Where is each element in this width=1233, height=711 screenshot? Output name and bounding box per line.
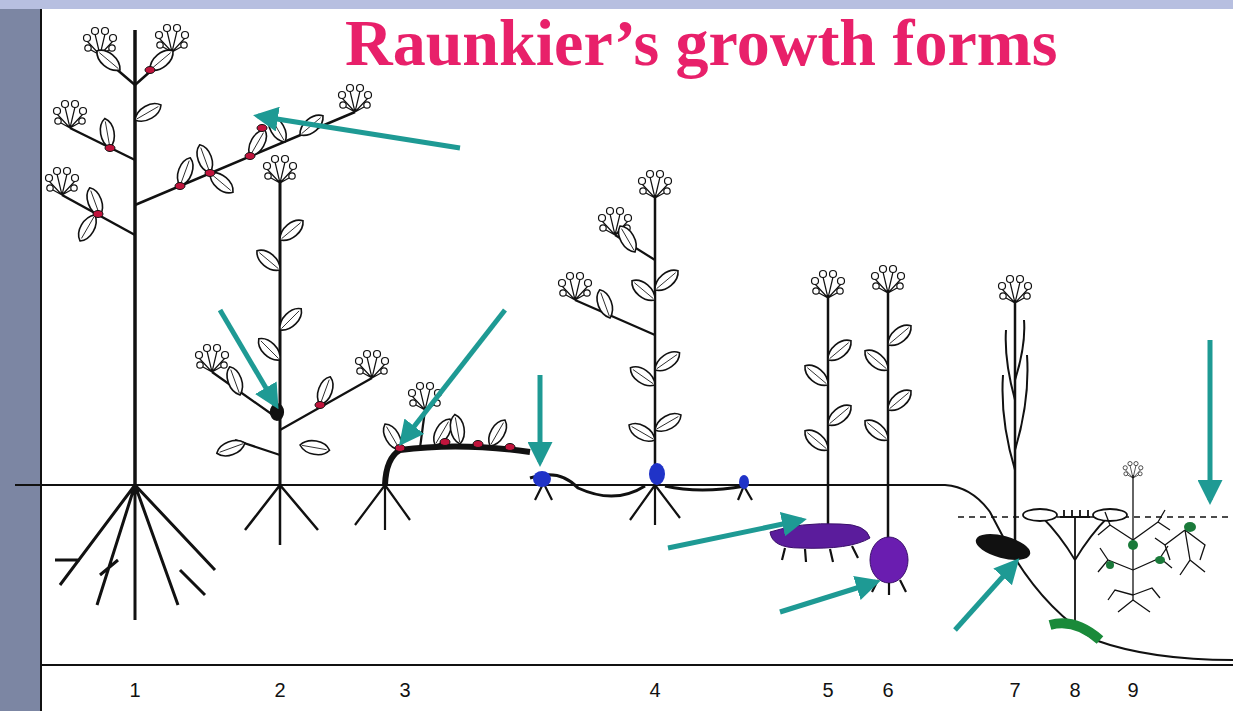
callout-number: 3 — [385, 680, 425, 700]
helophyte — [974, 276, 1031, 564]
submerged-hydrophyte — [1098, 462, 1205, 613]
callout-number: 1 — [115, 680, 155, 700]
ground-line — [15, 485, 1233, 660]
callout-number: 9 — [1113, 680, 1153, 700]
shrub-phanerophyte — [196, 156, 389, 546]
pointer-arrows — [220, 116, 1210, 630]
hemicryptophyte — [530, 171, 752, 526]
callout-number: 2 — [260, 680, 300, 700]
callout-number: 6 — [868, 680, 908, 700]
floating-hydrophyte — [1023, 509, 1127, 640]
rhizome-geophyte — [770, 271, 870, 563]
callout-number: 5 — [808, 680, 848, 700]
diagram-title: Raunkier’s growth forms — [345, 10, 1058, 76]
callout-number: 4 — [635, 680, 675, 700]
tree-phanerophyte — [46, 25, 372, 621]
callout-number: 7 — [995, 680, 1035, 700]
chamaephyte — [355, 383, 530, 531]
bulb-geophyte — [861, 266, 916, 596]
callout-number: 8 — [1055, 680, 1095, 700]
